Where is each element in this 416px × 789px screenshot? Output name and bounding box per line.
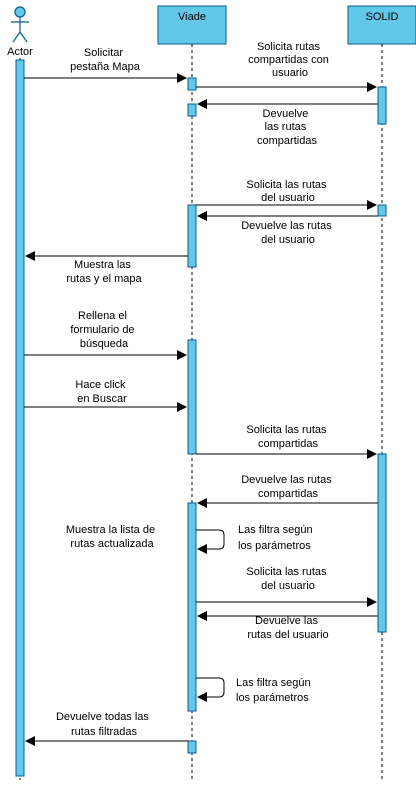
message-label-m6: Muestra las rutas y el mapa [66,259,142,285]
message-label-m12: Las filtra según los parámetros [238,524,316,552]
message-label-m14: Devuelve las rutas del usuario [247,615,328,641]
message-label-m4: Solicita las rutas del usuario [246,179,329,204]
actor-icon [11,6,29,43]
viade-activation-3 [187,204,197,268]
message-label-m5: Devuelve las rutas del usuario [241,220,335,246]
viade-activation-2 [187,103,197,117]
message-label-m8: Hace click en Buscar [75,379,128,405]
message-label-m7: Rellena el formulario de búsqueda [70,310,137,350]
message-label-m10: Devuelve las rutas compartidas [241,474,335,500]
viade-activation-1 [187,77,197,91]
viade-activation-4 [187,339,197,455]
message-label-m13: Solicita las rutas del usuario [246,566,329,592]
message-label-m1: Solicitar pestaña Mapa [70,47,141,73]
solid-activation-1 [377,86,387,125]
message-label-m9: Solicita las rutas compartidas [246,424,329,450]
message-label-m16: Devuelve todas las rutas filtradas [56,711,152,738]
solid-activation-2 [377,204,387,217]
self-arrow-filtra-2 [196,677,225,702]
message-label-m11: Muestra la lista de rutas actualizada [66,524,158,550]
message-label-m15: Las filtra según los parámetros [236,677,314,704]
actor-label: Actor [7,46,33,58]
self-arrow-filtra-1 [196,529,225,554]
viade-activation-5 [187,502,197,712]
viade-activation-6 [187,740,197,754]
solid-participant-label: SOLID [365,11,398,23]
message-label-m3: Devuelve las rutas compartidas [257,108,317,147]
solid-activation-3 [377,453,387,633]
viade-participant-label: Viade [178,11,206,23]
message-label-m2: Solicita rutas compartidas con usuario [248,41,332,79]
viade-participant-box [157,5,227,45]
actor-activation [15,59,25,777]
